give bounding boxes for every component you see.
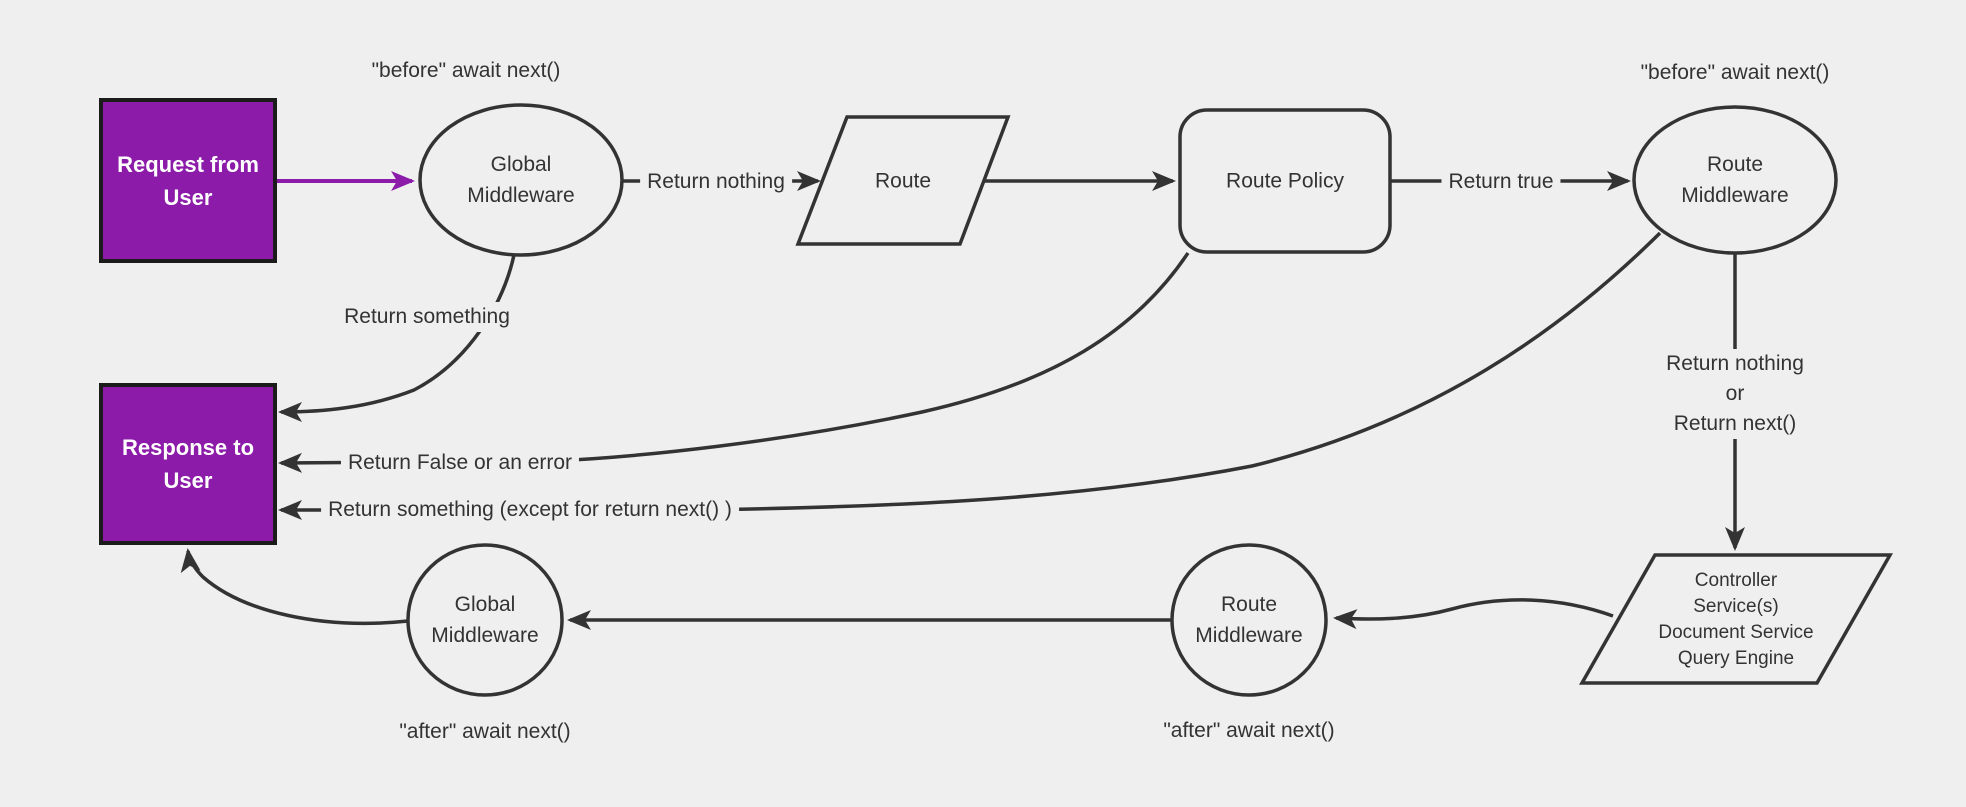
edge-controller-to-route-middleware-bottom [1333,598,1614,630]
node-controller-services-shape [1578,553,1894,685]
node-response-label: Response to User [121,435,255,493]
label-return-nothing: Return nothing [640,167,792,197]
node-route-middleware-top-label: Route Middleware [1681,153,1789,207]
node-route-middleware-bottom-label: Route Middleware [1195,593,1303,647]
label-return-nothing-or-next: Return nothing or Return next() [1659,349,1811,439]
edge-route-middleware-return-something-except [278,231,1662,520]
node-route-shape [795,115,1011,246]
node-route-middleware-bottom-shape [1170,543,1328,697]
edge-global-middleware-bottom-to-response [180,548,409,625]
node-request-label: Request from User [117,152,259,210]
label-return-true: Return true [1441,167,1561,197]
node-global-middleware-bottom-shape [406,543,564,697]
node-route-policy-shape [1178,108,1392,254]
node-global-middleware-top-shape [418,103,624,257]
edge-global-middleware-return-something [278,254,516,422]
node-controller-services-label: Controller Service(s) Document Service Q… [1658,570,1814,669]
node-global-middleware-bottom-label: Global Middleware [431,593,539,647]
label-return-something: Return something [337,302,517,332]
label-before-await-next-left: "before" await next() [371,59,561,82]
label-return-something-except: Return something (except for return next… [321,495,739,525]
edge-route-policy-return-false [278,252,1190,473]
node-route-middleware-top-shape [1632,105,1838,255]
node-global-middleware-top-label: Global Middleware [467,153,575,207]
label-return-false-or-error: Return False or an error [340,448,580,478]
node-route-policy-label: Route Policy [1226,169,1344,193]
label-after-await-next-right: "after" await next() [1163,719,1335,742]
node-request-shape [99,98,277,263]
node-route-label: Route [874,169,932,193]
label-after-await-next-left: "after" await next() [399,720,571,743]
node-response-shape [99,383,277,545]
label-before-await-next-right: "before" await next() [1640,61,1830,84]
